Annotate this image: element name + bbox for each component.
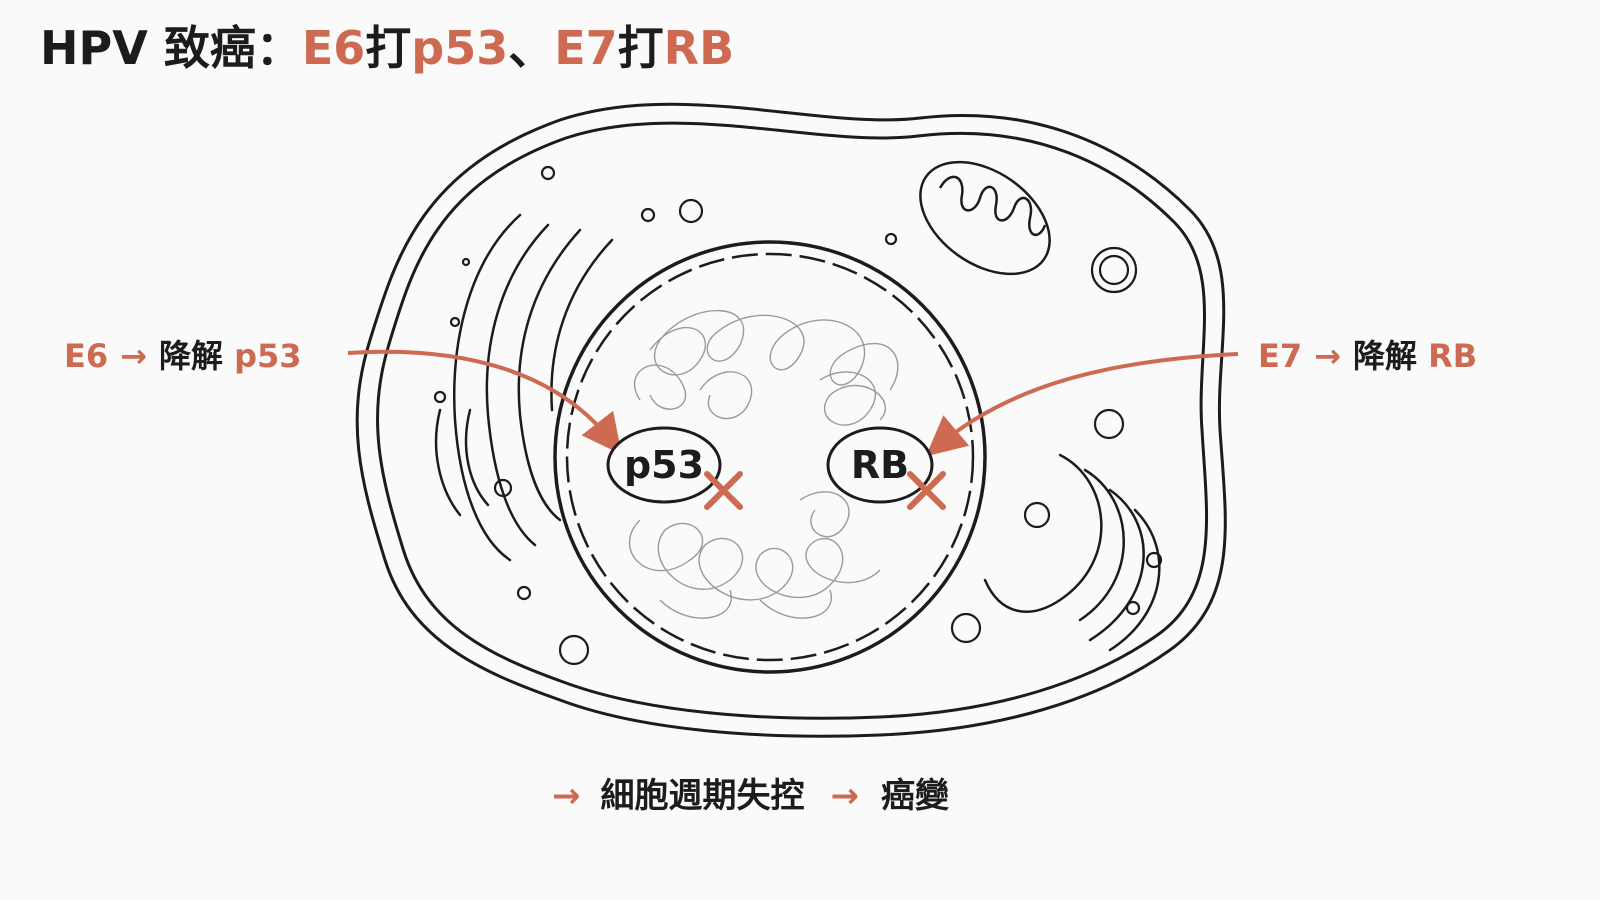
outcome-chain: → 細胞週期失控 → 癌變 bbox=[552, 772, 949, 820]
p53-label: p53 bbox=[624, 443, 704, 487]
title-separator: 、 bbox=[508, 21, 555, 75]
rb-protein: RB bbox=[826, 426, 946, 510]
p53-blocked-icon bbox=[704, 471, 743, 510]
outcome-arrow-2: → bbox=[830, 776, 860, 816]
e6-arrow-glyph: → bbox=[120, 337, 147, 375]
rb-blocked-icon bbox=[907, 471, 946, 510]
golgi-right bbox=[983, 453, 1161, 652]
outcome-step-1: 細胞週期失控 bbox=[600, 776, 805, 816]
title-prefix: HPV 致癌： bbox=[40, 21, 302, 75]
vesicles bbox=[433, 165, 1163, 666]
e6-arrow bbox=[347, 349, 622, 455]
e7-source: E7 bbox=[1258, 337, 1303, 375]
nucleus bbox=[553, 240, 987, 674]
page-title: HPV 致癌：E6打p53、E7打RB bbox=[40, 18, 734, 78]
e7-target: RB bbox=[1428, 337, 1478, 375]
e6-target: p53 bbox=[234, 337, 302, 375]
e7-action: 降解 bbox=[1352, 337, 1417, 375]
golgi-left bbox=[434, 213, 614, 562]
title-e6: E6 bbox=[301, 21, 366, 75]
outcome-arrow-1: → bbox=[552, 776, 581, 816]
e6-action: 降解 bbox=[158, 337, 223, 375]
title-hit-2: 打 bbox=[617, 21, 664, 75]
cell-membrane bbox=[355, 102, 1227, 738]
e6-label: E6 → 降解 p53 bbox=[64, 336, 302, 376]
e7-arrow bbox=[925, 352, 1239, 457]
e6-source: E6 bbox=[64, 337, 109, 375]
p53-protein: p53 bbox=[606, 426, 743, 510]
e7-arrow-glyph: → bbox=[1314, 337, 1341, 375]
title-p53: p53 bbox=[411, 21, 509, 75]
title-hit-1: 打 bbox=[365, 21, 412, 75]
title-e7: E7 bbox=[554, 21, 618, 75]
outcome-step-2: 癌變 bbox=[881, 776, 949, 816]
rb-label: RB bbox=[851, 443, 909, 487]
chromatin bbox=[628, 309, 899, 619]
e7-label: E7 → 降解 RB bbox=[1258, 336, 1477, 376]
title-rb: RB bbox=[663, 21, 735, 75]
mitochondrion bbox=[919, 160, 1051, 276]
